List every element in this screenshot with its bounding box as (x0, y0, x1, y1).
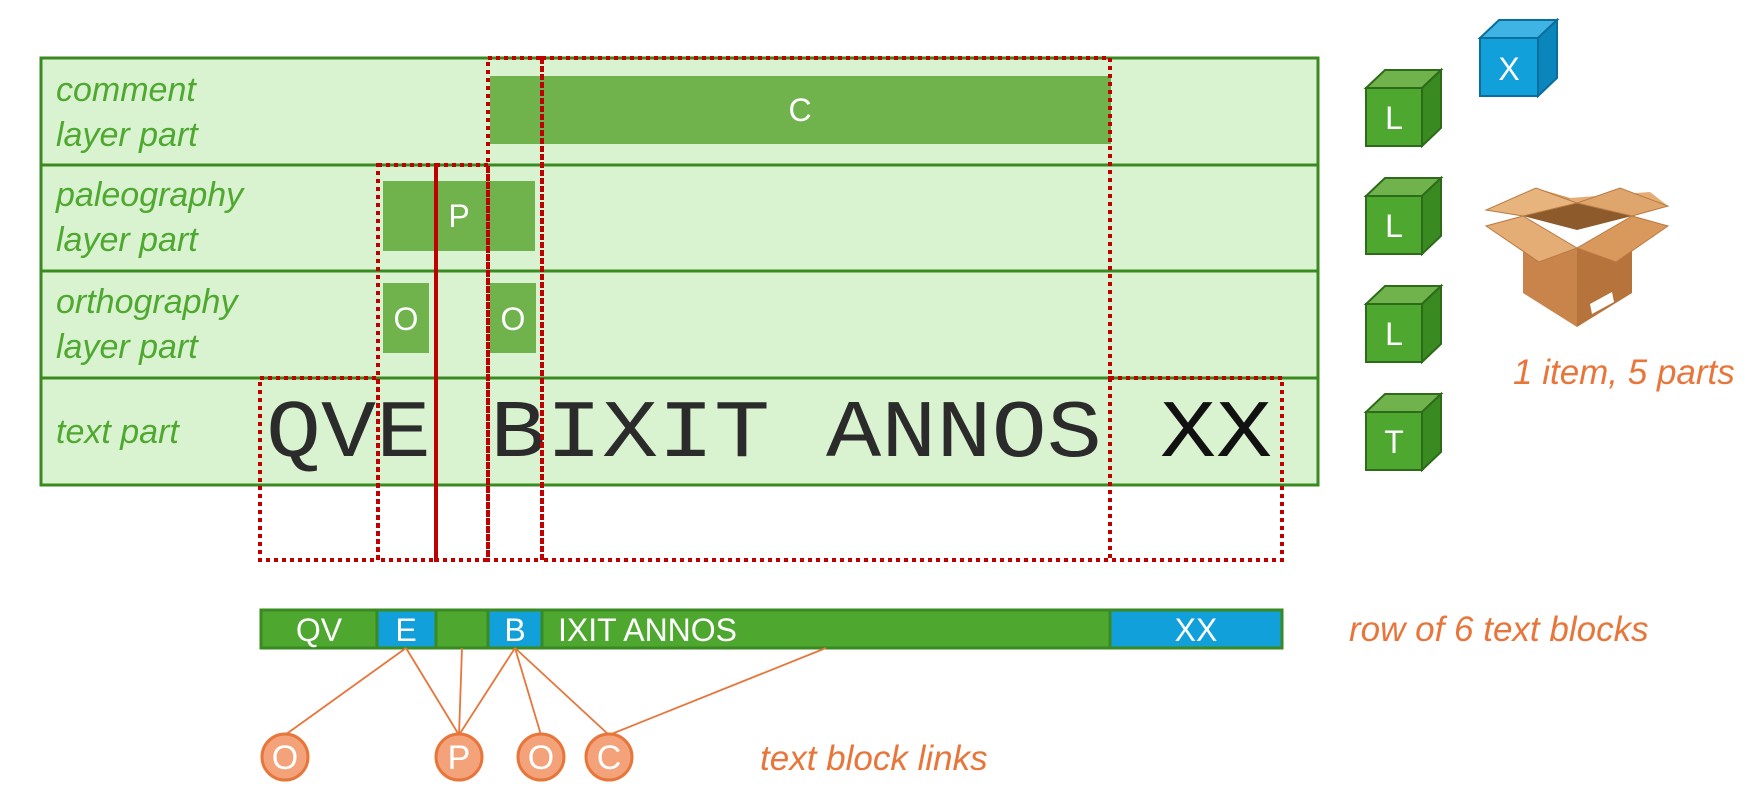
link-circle-o-1 (260, 732, 310, 782)
text-block-xx (1108, 608, 1284, 650)
cube-t-label: T (1384, 424, 1404, 460)
link-circles: O P O C (260, 732, 634, 782)
cube-l-2-label: L (1385, 208, 1403, 244)
comment-fragment-label: C (788, 92, 811, 128)
orthography-fragment-1-label: O (394, 301, 419, 337)
text-line-qve: QVE (266, 388, 431, 481)
text-block-ixit-annos (540, 608, 1112, 650)
text-block-e-label: E (395, 612, 416, 648)
caption-blocks: row of 6 text blocks (1349, 610, 1649, 649)
item-cube-x-label: X (1498, 51, 1519, 87)
cube-l-3-label: L (1385, 316, 1403, 352)
row-paleography (39, 163, 1320, 273)
text-blocks-row: QV E B IXIT ANNOS XX (259, 608, 1284, 650)
row-label-text: text part (56, 413, 180, 451)
link-circle-o-2 (516, 732, 566, 782)
orthography-fragment-2 (490, 283, 536, 353)
orthography-fragment-1 (383, 283, 429, 353)
cube-t: T (1363, 391, 1444, 473)
paleography-fragment (383, 181, 535, 251)
orthography-fragment-2-label: O (501, 301, 526, 337)
selection-xx (1108, 376, 1284, 562)
selection-ixit-annos (540, 56, 1112, 562)
text-block-ixit-annos-label: IXIT ANNOS (558, 612, 737, 648)
link-circle-p (434, 732, 484, 782)
row-label-paleography-1: paleography (55, 176, 245, 214)
cube-l-2: L (1363, 175, 1444, 257)
box-icon (1484, 187, 1670, 327)
text-line-annos: ANNOS (826, 388, 1102, 481)
text-line-xx: XX (1160, 388, 1272, 481)
row-label-paleography-2: layer part (56, 221, 199, 259)
paleography-fragment-label: P (448, 198, 469, 234)
link-p-label: P (448, 739, 471, 777)
cube-l-3: L (1363, 283, 1444, 365)
link-lines (284, 647, 827, 736)
text-line-bixit: BIXIT (490, 388, 770, 481)
text-block-b (486, 608, 544, 650)
cube-l-1: L (1363, 67, 1444, 149)
link-o-1-label: O (272, 739, 298, 777)
text-block-xx-label: XX (1175, 612, 1218, 648)
comment-fragment (490, 76, 1111, 144)
text-block-qv-label: QV (296, 612, 343, 648)
caption-parts: 1 item, 5 parts (1513, 353, 1735, 392)
link-o-2-label: O (528, 739, 554, 777)
row-label-comment-2: layer part (56, 116, 199, 154)
row-label-orthography-1: orthography (56, 283, 239, 321)
row-orthography (39, 269, 1320, 380)
link-c-label: C (597, 739, 622, 777)
text-block-blank (434, 608, 490, 650)
cube-l-1-label: L (1385, 100, 1403, 136)
selection-e (376, 163, 438, 562)
row-label-comment-1: comment (56, 71, 197, 109)
layer-table (39, 56, 1320, 487)
row-text (39, 376, 1320, 487)
selection-boxes (258, 56, 1284, 562)
text-block-b-label: B (504, 612, 525, 648)
selection-gap (434, 163, 490, 562)
item-cube-x: X (1477, 17, 1560, 99)
link-circle-c (584, 732, 634, 782)
caption-links: text block links (760, 739, 988, 778)
row-label-orthography-2: layer part (56, 328, 199, 366)
